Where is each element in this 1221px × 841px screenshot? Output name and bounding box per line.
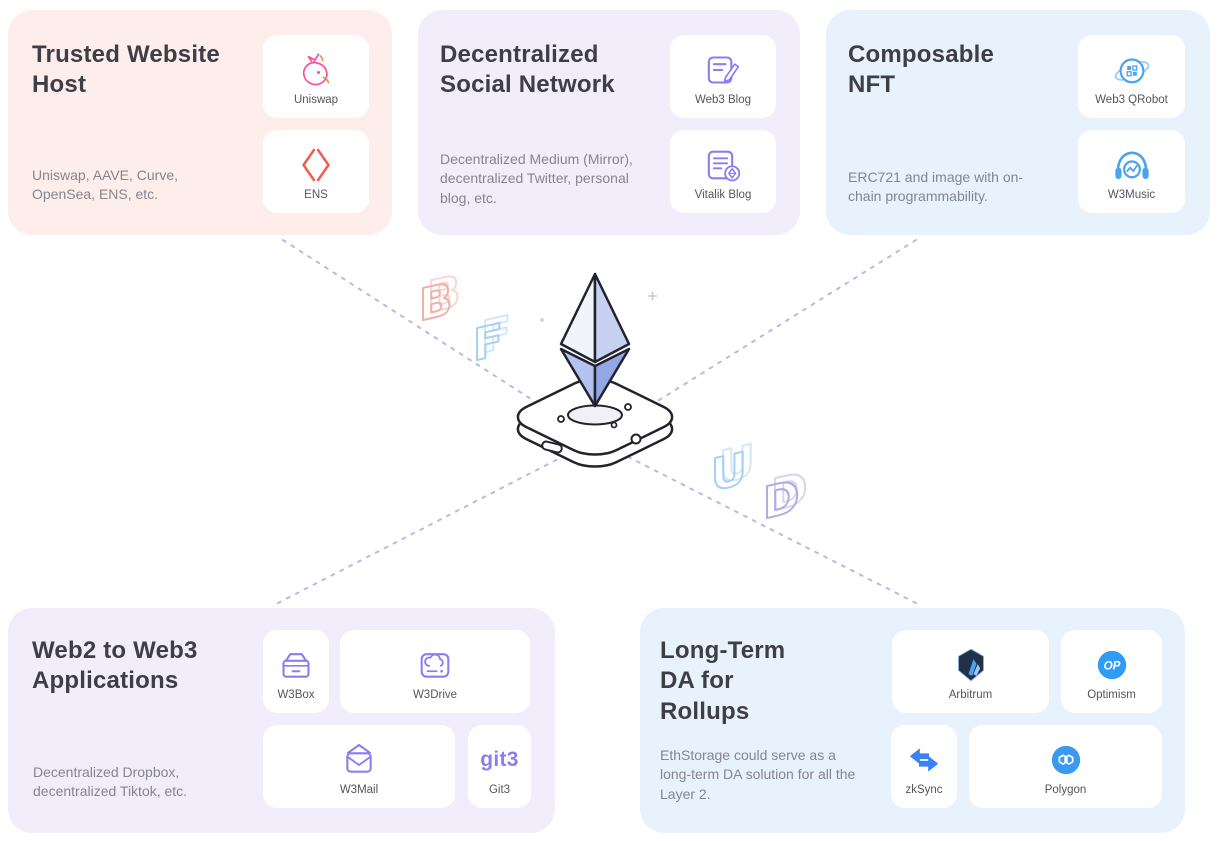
decor-letter-d: D D [762, 461, 809, 531]
qr-globe-icon [1111, 48, 1153, 92]
tile-label: Web3 Blog [694, 93, 752, 106]
decor-letter-b: B B [418, 264, 462, 333]
polygon-circle-icon [1046, 738, 1086, 782]
svg-text:F: F [473, 314, 503, 372]
card-description: ERC721 and image with on-chain programma… [848, 169, 1024, 205]
tile-git3[interactable]: git3 Git3 [468, 725, 531, 808]
tile-label: W3Mail [339, 783, 379, 796]
card-description: Decentralized Dropbox, decentralized Tik… [33, 764, 188, 800]
tile-zksync[interactable]: zkSync [891, 725, 957, 808]
svg-text:U: U [719, 434, 755, 494]
svg-text:D: D [763, 470, 800, 530]
card-title: Long-Term DA for Rollups [660, 637, 786, 725]
decor-letter-f: F F [472, 305, 512, 373]
card-decentralized-social-network: Decentralized Social Network Decentraliz… [418, 10, 800, 235]
tile-optimism[interactable]: OP Optimism [1061, 630, 1162, 713]
envelope-icon [339, 738, 379, 782]
svg-text:D: D [771, 462, 808, 522]
cloud-drive-icon [415, 643, 455, 687]
tile-uniswap[interactable]: Uniswap [263, 35, 369, 118]
svg-text:U: U [711, 442, 747, 502]
tile-ens[interactable]: ENS [263, 130, 369, 213]
card-composable-nft: Composable NFT ERC721 and image with on-… [826, 10, 1210, 235]
storage-box-icon [276, 643, 316, 687]
tile-w3drive[interactable]: W3Drive [340, 630, 530, 713]
tile-w3music[interactable]: W3Music [1078, 130, 1185, 213]
tile-label: W3Drive [412, 688, 458, 701]
card-longterm-da-rollups: Long-Term DA for Rollups EthStorage coul… [640, 608, 1185, 833]
card-description: Decentralized Medium (Mirror), decentral… [440, 151, 633, 206]
tile-label: Arbitrum [948, 688, 993, 701]
tile-label: Vitalik Blog [694, 188, 752, 201]
card-title: Web2 to Web3 Applications [32, 637, 198, 695]
tile-label: Web3 QRobot [1095, 93, 1168, 106]
op-circle-icon: OP [1092, 643, 1132, 687]
card-title: Trusted Website Host [32, 41, 220, 99]
decor-letter-u: U U [710, 433, 756, 502]
tile-web3-blog[interactable]: Web3 Blog [670, 35, 776, 118]
tile-polygon[interactable]: Polygon [969, 725, 1162, 808]
tile-label: W3Music [1107, 188, 1156, 201]
tile-w3mail[interactable]: W3Mail [263, 725, 455, 808]
git3-wordmark-icon: git3 [480, 738, 519, 782]
tile-label: zkSync [905, 783, 943, 796]
notebook-pen-icon [703, 48, 743, 92]
tile-label: Uniswap [293, 93, 339, 106]
tile-label: Polygon [1044, 783, 1087, 796]
zksync-arrows-icon [904, 738, 944, 782]
tile-w3box[interactable]: W3Box [263, 630, 329, 713]
ethereum-storage-illustration [495, 272, 695, 481]
svg-text:B: B [419, 273, 453, 332]
tile-arbitrum[interactable]: Arbitrum [892, 630, 1049, 713]
document-eth-icon [703, 143, 743, 187]
card-description: EthStorage could serve as a long-term DA… [660, 747, 856, 802]
headphones-chart-icon [1111, 143, 1153, 187]
svg-text:B: B [427, 265, 461, 324]
tile-vitalik-blog[interactable]: Vitalik Blog [670, 130, 776, 213]
svg-text:F: F [481, 306, 511, 364]
tile-label: Optimism [1087, 688, 1136, 701]
tile-label: Git3 [488, 783, 511, 796]
ens-gem-icon [296, 143, 336, 187]
card-web2-to-web3: Web2 to Web3 Applications Decentralized … [8, 608, 555, 833]
git3-logo-text: git3 [480, 747, 519, 771]
uniswap-icon [296, 48, 336, 92]
op-text: OP [1103, 659, 1120, 672]
tile-web3-qrobot[interactable]: Web3 QRobot [1078, 35, 1185, 118]
card-title: Decentralized Social Network [440, 41, 615, 99]
arbitrum-shield-icon [951, 643, 991, 687]
tile-label: ENS [304, 188, 328, 201]
card-title: Composable NFT [848, 41, 995, 99]
card-trusted-website-host: Trusted Website Host Uniswap, AAVE, Curv… [8, 10, 392, 235]
card-description: Uniswap, AAVE, Curve, OpenSea, ENS, etc. [32, 167, 179, 203]
tile-label: W3Box [277, 688, 315, 701]
